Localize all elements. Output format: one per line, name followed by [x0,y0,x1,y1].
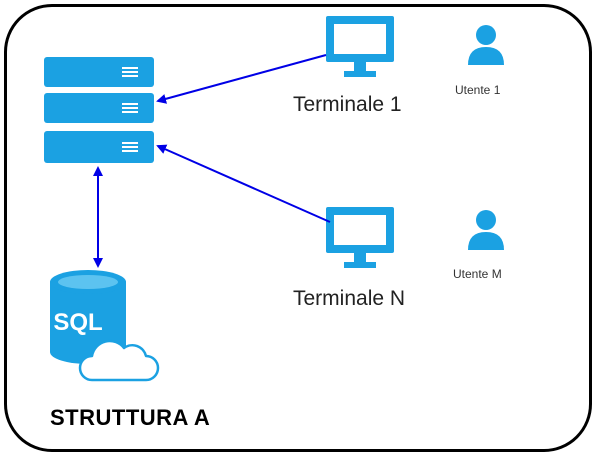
cloud-icon [78,339,160,382]
monitor-icon-terminal-1 [326,16,394,77]
monitor-icon-terminal-n [326,207,394,268]
arrow-terminal-n-to-server [156,144,331,223]
server-icon [44,57,154,163]
user-m-label: Utente M [453,267,502,281]
terminal-n-label: Terminale N [293,287,406,310]
sql-label: SQL [53,309,102,336]
arrow-terminal-1-to-server [156,54,327,104]
user-1-label: Utente 1 [455,83,501,97]
terminal-1-label: Terminale 1 [293,93,402,116]
user-icon-m [468,210,504,250]
sql-database-icon: SQL [50,270,126,364]
user-icon-1 [468,25,504,65]
structure-title: STRUTTURA A [50,405,211,430]
